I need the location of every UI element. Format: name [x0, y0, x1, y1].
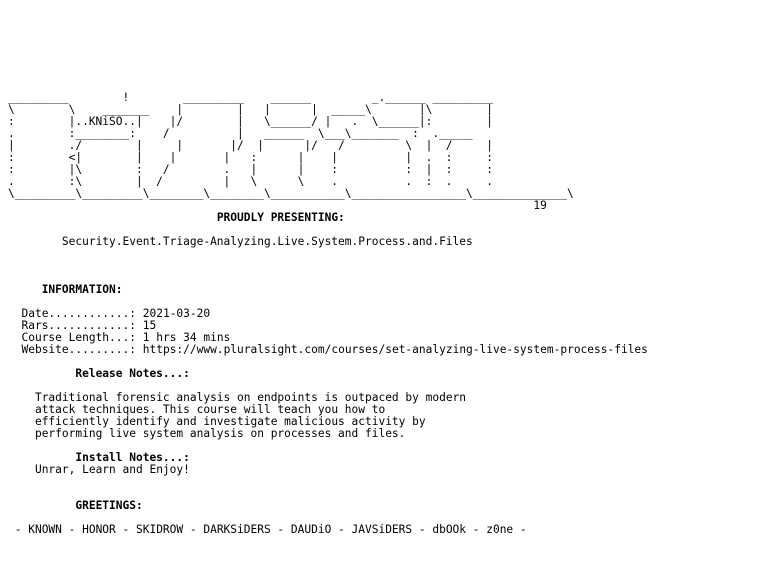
release-notes-line: performing live system analysis on proce…: [34, 427, 406, 440]
proudly-presenting-heading: PROUDLY PRESENTING:: [216, 211, 345, 224]
release-notes-heading: Release Notes...:: [75, 367, 190, 380]
rars-label: Rars............:: [21, 319, 136, 332]
date-value: 2021-03-20: [142, 307, 211, 320]
release-notes-line: efficiently identify and investigate mal…: [34, 415, 426, 428]
nfo-document: _________ ! _________ ______ _.______ __…: [8, 92, 648, 536]
release-notes-line: attack techniques. This course will teac…: [34, 403, 386, 416]
install-notes-heading: Install Notes...:: [75, 451, 190, 464]
release-notes-line: Traditional forensic analysis on endpoin…: [34, 391, 467, 404]
greetings-list: - KNOWN - HONOR - SKIDROW - DARKSiDERS -…: [14, 523, 527, 536]
website-link[interactable]: https://www.pluralsight.com/courses/set-…: [142, 343, 648, 356]
greetings-heading: GREETINGS:: [75, 499, 143, 512]
website-label: Website.........:: [21, 343, 136, 356]
install-notes-text: Unrar, Learn and Enjoy!: [34, 463, 190, 476]
rars-value: 15: [142, 319, 157, 332]
course-length-label: Course Length...:: [21, 331, 136, 344]
date-label: Date............:: [21, 307, 136, 320]
ascii-logo: _________ ! _________ ______ _.______ __…: [8, 91, 574, 212]
information-heading: INFORMATION:: [41, 283, 123, 296]
release-title: Security.Event.Triage-Analyzing.Live.Sys…: [61, 235, 473, 248]
course-length-value: 1 hrs 34 mins: [142, 331, 231, 344]
